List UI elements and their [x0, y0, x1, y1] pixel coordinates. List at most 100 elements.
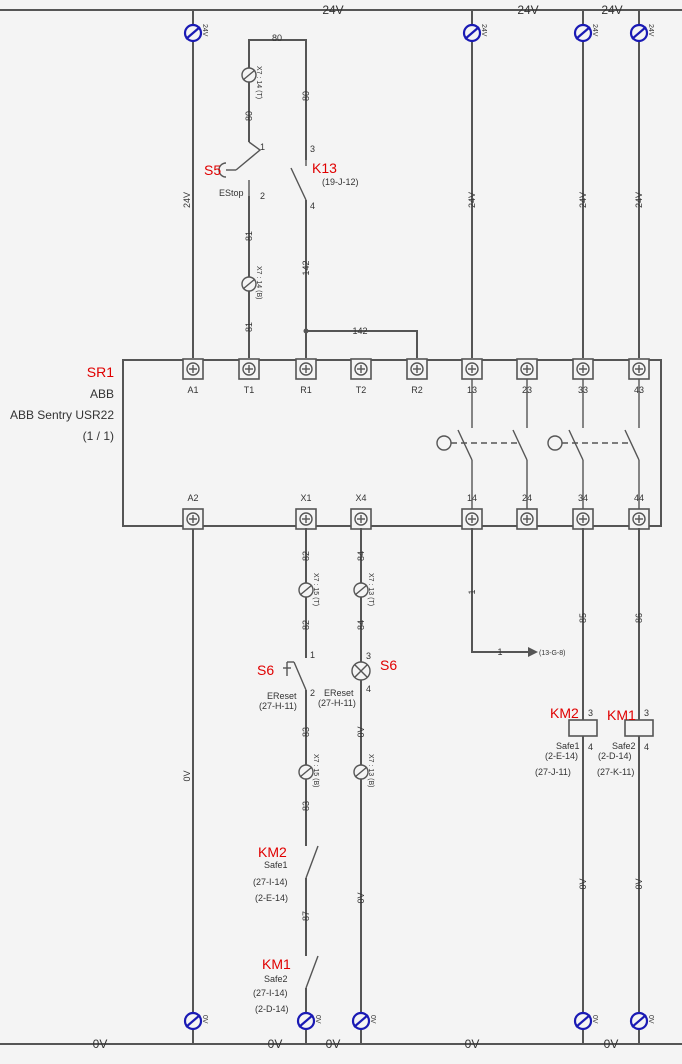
svg-text:X7 : 13 (B): X7 : 13 (B) — [367, 754, 374, 787]
emergency-stop-switch-s5: S5 EStop 1 2 — [204, 141, 265, 201]
coil-km2: KM2 Safe1 (2-E-14) (27-J-11) 3 4 — [535, 705, 598, 777]
svg-text:4: 4 — [310, 201, 315, 211]
device-label: S5 — [204, 162, 221, 178]
svg-text:2: 2 — [260, 191, 265, 201]
bridge-r1-r2: 142 — [303, 326, 418, 358]
svg-text:0V: 0V — [182, 770, 192, 781]
supply-wire-43: 24V — [634, 10, 644, 358]
device-label: KM1 — [262, 956, 291, 972]
svg-text:0V: 0V — [634, 878, 644, 889]
svg-text:X7 : 15 (T): X7 : 15 (T) — [312, 573, 319, 606]
terminal-label: T2 — [356, 385, 367, 395]
terminal-label: R2 — [411, 385, 423, 395]
svg-text:0V: 0V — [356, 726, 366, 737]
svg-text:0V: 0V — [578, 878, 588, 889]
svg-text:24V: 24V — [201, 24, 208, 37]
terminal-label: T1 — [244, 385, 255, 395]
svg-text:3: 3 — [588, 708, 593, 718]
connector-x7: X7 : 14 (T) X7 : 14 (B) X7 : 15 (T) X7 :… — [241, 66, 374, 787]
svg-text:0V: 0V — [369, 1015, 376, 1024]
svg-text:1: 1 — [467, 589, 477, 594]
bottom-rail-label: 0V — [604, 1037, 619, 1051]
terminal-label: R1 — [300, 385, 312, 395]
coil-km1: KM1 Safe2 (2-D-14) (27-K-11) 3 4 — [597, 707, 654, 777]
svg-text:X7 : 15 (B): X7 : 15 (B) — [312, 754, 319, 787]
svg-text:24V: 24V — [634, 192, 644, 208]
svg-text:(2-E-14): (2-E-14) — [255, 893, 288, 903]
svg-text:87: 87 — [301, 911, 311, 921]
contact-km1-safe2: KM1 Safe2 (27-I-14) (2-D-14) — [253, 955, 319, 1014]
svg-text:1: 1 — [310, 650, 315, 660]
reset-lamp-s6: S6 EReset (27-H-11) 3 4 — [318, 651, 397, 708]
rail-terminal-icons: 24V 24V 24V 24V 0V 0V 0V 0V 0V — [183, 23, 654, 1031]
svg-text:EStop: EStop — [219, 188, 244, 198]
svg-text:(27-H-11): (27-H-11) — [259, 701, 297, 711]
svg-text:80: 80 — [272, 33, 282, 43]
svg-text:Safe1: Safe1 — [264, 860, 288, 870]
lamp-branch-x4: 84 84 0V 0V — [356, 528, 366, 1044]
bottom-rail-label: 0V — [268, 1037, 283, 1051]
svg-text:X7 : 14 (B): X7 : 14 (B) — [255, 266, 262, 299]
svg-text:(2-D-14): (2-D-14) — [598, 751, 632, 761]
svg-text:(27-I-14): (27-I-14) — [253, 988, 288, 998]
contact-km2-safe1: KM2 Safe1 (27-I-14) (2-E-14) — [253, 844, 319, 903]
coil-branch-44: 86 0V — [634, 528, 644, 1044]
relay-maker: ABB — [90, 387, 114, 401]
reset-button-s6: S6 EReset (27-H-11) 1 2 — [257, 650, 315, 711]
svg-text:24V: 24V — [647, 24, 654, 37]
svg-text:(27-K-11): (27-K-11) — [597, 767, 634, 777]
svg-text:80: 80 — [244, 111, 254, 121]
svg-text:4: 4 — [644, 742, 649, 752]
svg-text:0V: 0V — [591, 1015, 598, 1024]
svg-text:24V: 24V — [467, 192, 477, 208]
svg-text:24V: 24V — [480, 24, 487, 37]
svg-text:81: 81 — [244, 322, 254, 332]
svg-text:(27-I-14): (27-I-14) — [253, 877, 288, 887]
svg-text:24V: 24V — [182, 192, 192, 208]
svg-text:1: 1 — [260, 142, 265, 152]
bottom-rail-0v: 0V 0V 0V 0V 0V — [0, 1037, 682, 1051]
svg-text:0V: 0V — [356, 892, 366, 903]
output-14-arrow: 1 1 (13-G-8) — [467, 528, 565, 657]
svg-text:3: 3 — [644, 708, 649, 718]
supply-wire-33: 24V — [578, 10, 588, 358]
svg-text:82: 82 — [301, 620, 311, 630]
svg-text:84: 84 — [356, 551, 366, 561]
supply-wire-a1: 24V 0V — [182, 10, 194, 1044]
svg-text:(19-J-12): (19-J-12) — [322, 177, 359, 187]
device-label: SR1 — [87, 364, 114, 380]
svg-text:142: 142 — [352, 326, 367, 336]
terminal-label: X4 — [355, 493, 366, 503]
svg-text:Safe2: Safe2 — [612, 741, 636, 751]
safety-relay-sr1: SR1 ABB ABB Sentry USR22 (1 / 1) A1 T1 R… — [10, 358, 662, 530]
svg-text:80: 80 — [301, 91, 311, 101]
device-label: K13 — [312, 160, 337, 176]
svg-text:81: 81 — [244, 231, 254, 241]
relay-sheet: (1 / 1) — [83, 429, 114, 443]
svg-text:85: 85 — [578, 613, 588, 623]
terminal-label: X1 — [300, 493, 311, 503]
svg-text:24V: 24V — [578, 192, 588, 208]
relay-contact-k13: K13 (19-J-12) 3 4 142 — [290, 144, 359, 358]
svg-text:0V: 0V — [647, 1015, 654, 1024]
svg-text:142: 142 — [301, 260, 311, 275]
bottom-rail-label: 0V — [465, 1037, 480, 1051]
svg-text:0V: 0V — [314, 1015, 321, 1024]
svg-text:84: 84 — [356, 620, 366, 630]
svg-text:3: 3 — [310, 144, 315, 154]
reset-branch-x1: 82 82 83 83 87 — [301, 528, 311, 1044]
svg-text:4: 4 — [366, 684, 371, 694]
device-label: S6 — [380, 657, 397, 673]
coil-branch-34: 85 0V — [578, 528, 588, 1044]
bottom-rail-label: 0V — [326, 1037, 341, 1051]
svg-text:2: 2 — [310, 688, 315, 698]
estop-branch: 80 80 80 81 81 — [244, 33, 311, 358]
top-rail-label: 24V — [517, 3, 538, 17]
svg-text:82: 82 — [301, 551, 311, 561]
svg-text:83: 83 — [301, 801, 311, 811]
svg-text:EReset: EReset — [324, 688, 354, 698]
svg-text:(27-H-11): (27-H-11) — [318, 698, 356, 708]
relay-model: ABB Sentry USR22 — [10, 408, 114, 422]
device-label: KM1 — [607, 707, 636, 723]
